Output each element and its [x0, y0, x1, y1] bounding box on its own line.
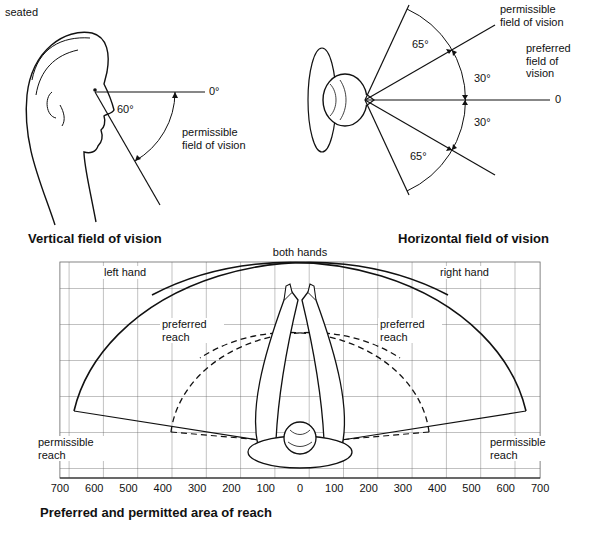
field-arc [407, 9, 466, 191]
head-top-view [284, 422, 316, 454]
hands [284, 284, 316, 300]
view-label: seated [5, 6, 38, 19]
reach-label: permissible reach [488, 436, 564, 461]
ear [47, 92, 56, 118]
angle-label: 30° [474, 72, 491, 85]
axis-number: 200 [222, 482, 240, 495]
view-caption: Horizontal field of vision [398, 232, 549, 247]
arc-arrowheads [446, 49, 468, 151]
eye [93, 88, 97, 92]
chart-caption: Preferred and permitted area of reach [40, 506, 272, 521]
head-profile [26, 32, 114, 225]
hair-top-view [288, 430, 312, 447]
arc-arrowheads [135, 92, 178, 161]
angle-arc [135, 92, 175, 161]
axis-line [60, 478, 540, 479]
angle-label: 65° [412, 38, 429, 51]
axis-number: 400 [154, 482, 172, 495]
head-top-view [323, 74, 367, 126]
field-label: permissible field of vision [182, 126, 246, 151]
arm-right [302, 292, 344, 446]
thirty-degree-line [365, 25, 495, 100]
sixty-degree-line [95, 92, 160, 205]
field-label: permissible field of vision [500, 3, 564, 28]
sixty-five-degree-line [365, 100, 409, 195]
hand-label: left hand [102, 266, 148, 279]
axis-number: 500 [119, 482, 137, 495]
axis-number: 600 [85, 482, 103, 495]
axis-number: 500 [462, 482, 480, 495]
axis-number: 600 [497, 482, 515, 495]
field-label: preferred field of vision [526, 42, 586, 80]
hair [32, 38, 90, 126]
reach-label: permissible reach [36, 436, 112, 461]
axis-number: 200 [359, 482, 377, 495]
angle-label: 65° [410, 150, 427, 163]
reach-label: preferred reach [160, 318, 224, 343]
view-caption: Vertical field of vision [28, 232, 162, 247]
axis-number: 300 [188, 482, 206, 495]
sixty-five-degree-line [365, 5, 409, 100]
zero-line [365, 99, 550, 100]
angle-label: 60° [117, 103, 134, 116]
reach-grid [60, 262, 540, 478]
axis-number: 700 [531, 482, 549, 495]
axis-number: 100 [325, 482, 343, 495]
hand-label: both hands [273, 246, 327, 259]
axis-number: 0 [297, 482, 303, 495]
reach-label: preferred reach [378, 318, 442, 343]
axis-number: 700 [51, 482, 69, 495]
angle-label: 0 [555, 93, 561, 106]
angle-label: 0° [209, 85, 220, 98]
axis-number: 400 [428, 482, 446, 495]
axis-number: 100 [257, 482, 275, 495]
axis-number: 300 [394, 482, 412, 495]
thirty-degree-line [365, 100, 495, 175]
angle-label: 30° [474, 116, 491, 129]
arm-left [256, 292, 298, 446]
hand-label: right hand [438, 266, 491, 279]
horizontal-sight-line [95, 91, 205, 92]
hair-top-view [330, 80, 346, 120]
